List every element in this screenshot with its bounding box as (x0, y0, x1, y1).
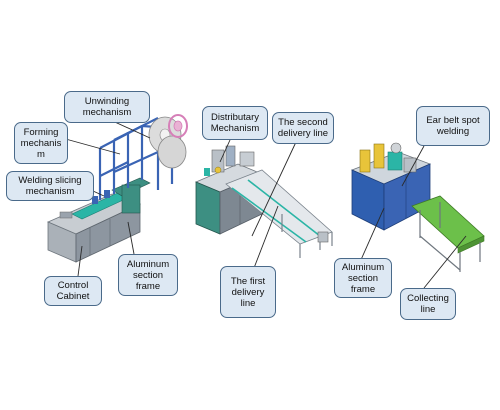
callout-aluminum-section-frame-2-text: Aluminum section frame (341, 261, 385, 295)
callout-aluminum-section-frame-1: Aluminum section frame (118, 254, 178, 296)
callout-ear-belt-spot-welding-text: Ear belt spot welding (426, 115, 480, 137)
callout-welding-slicing-mechanism-text: Welding slicing mechanism (18, 175, 82, 197)
callout-first-delivery-line-text: The first delivery line (230, 275, 266, 309)
callout-ear-belt-spot-welding: Ear belt spot welding (416, 106, 490, 146)
callout-control-cabinet: Control Cabinet (44, 276, 102, 306)
callout-second-delivery-line-text: The second delivery line (277, 117, 329, 139)
forming-machine (46, 114, 188, 263)
callout-control-cabinet-text: Control Cabinet (56, 280, 90, 302)
callout-distributary-mechanism: Distributary Mechanism (202, 106, 268, 140)
callout-distributary-mechanism-text: Distributary Mechanism (210, 112, 260, 134)
callout-aluminum-section-frame-1-text: Aluminum section frame (126, 258, 170, 292)
ear-belt-machine (350, 142, 485, 272)
callout-second-delivery-line: The second delivery line (272, 112, 334, 144)
callout-welding-slicing-mechanism: Welding slicing mechanism (6, 171, 94, 201)
callout-forming-mechanism: Forming mechanis m (14, 122, 68, 164)
callout-unwinding-mechanism-text: Unwinding mechanism (82, 96, 132, 118)
callout-collecting-line-text: Collecting line (407, 293, 449, 315)
callout-collecting-line: Collecting line (400, 288, 456, 320)
callout-first-delivery-line: The first delivery line (220, 266, 276, 318)
callout-forming-mechanism-text: Forming mechanis m (20, 126, 62, 160)
callout-unwinding-mechanism: Unwinding mechanism (64, 91, 150, 123)
distributary-machine (194, 145, 333, 258)
callout-aluminum-section-frame-2: Aluminum section frame (334, 258, 392, 298)
